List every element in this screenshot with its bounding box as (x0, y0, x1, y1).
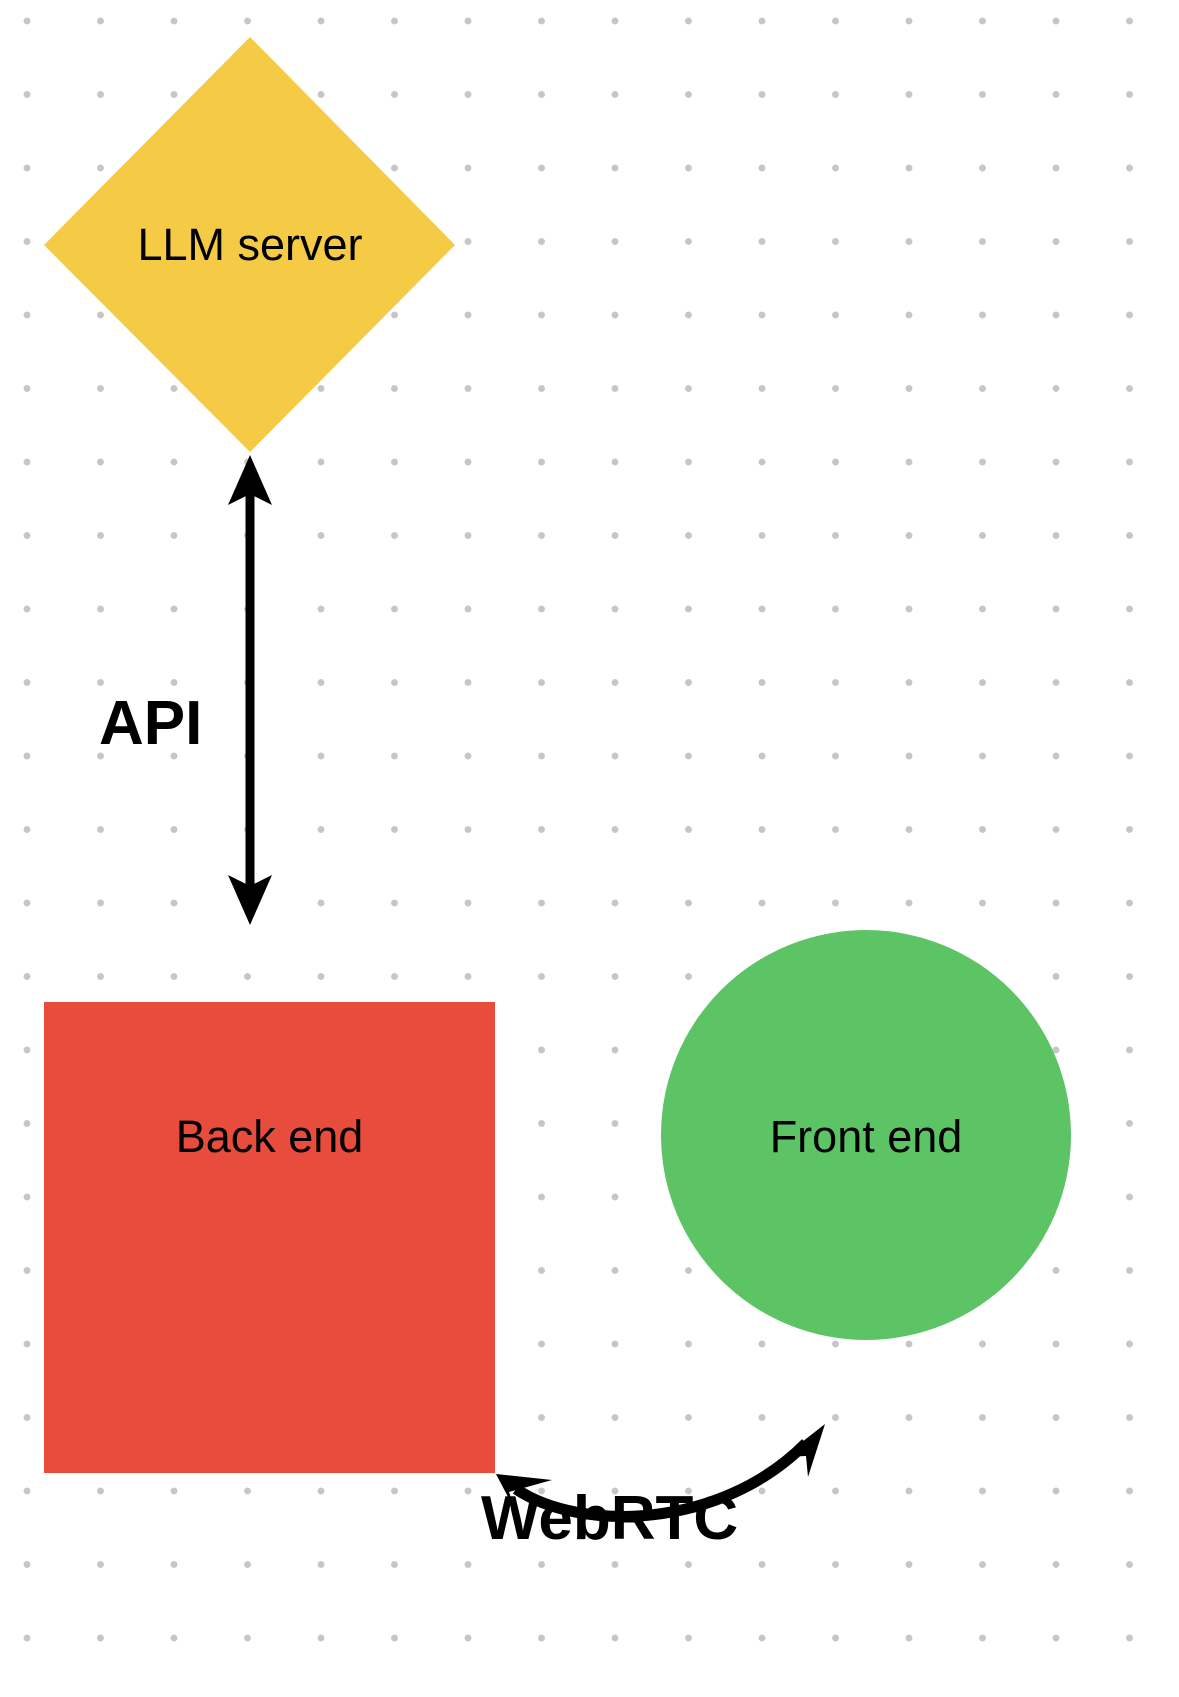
arrowhead-down-icon (228, 875, 272, 925)
node-front-end-shape[interactable] (661, 930, 1071, 1340)
edge-api-label: API (99, 689, 203, 758)
arrowhead-up-icon (228, 455, 272, 505)
edge-webrtc-label: WebRTC (481, 1484, 739, 1553)
edge-webrtc-arrow[interactable] (496, 1424, 825, 1522)
edge-api-arrow[interactable] (228, 455, 272, 925)
node-back-end-label: Back end (175, 1111, 364, 1162)
node-back-end-shape[interactable] (44, 1002, 495, 1473)
node-llm-server-shape[interactable] (44, 37, 455, 452)
node-front-end-label: Front end (769, 1111, 963, 1162)
node-llm-server-label: LLM server (137, 219, 363, 270)
arrowhead-right-icon (783, 1424, 825, 1477)
arrowhead-left-icon (496, 1474, 552, 1512)
